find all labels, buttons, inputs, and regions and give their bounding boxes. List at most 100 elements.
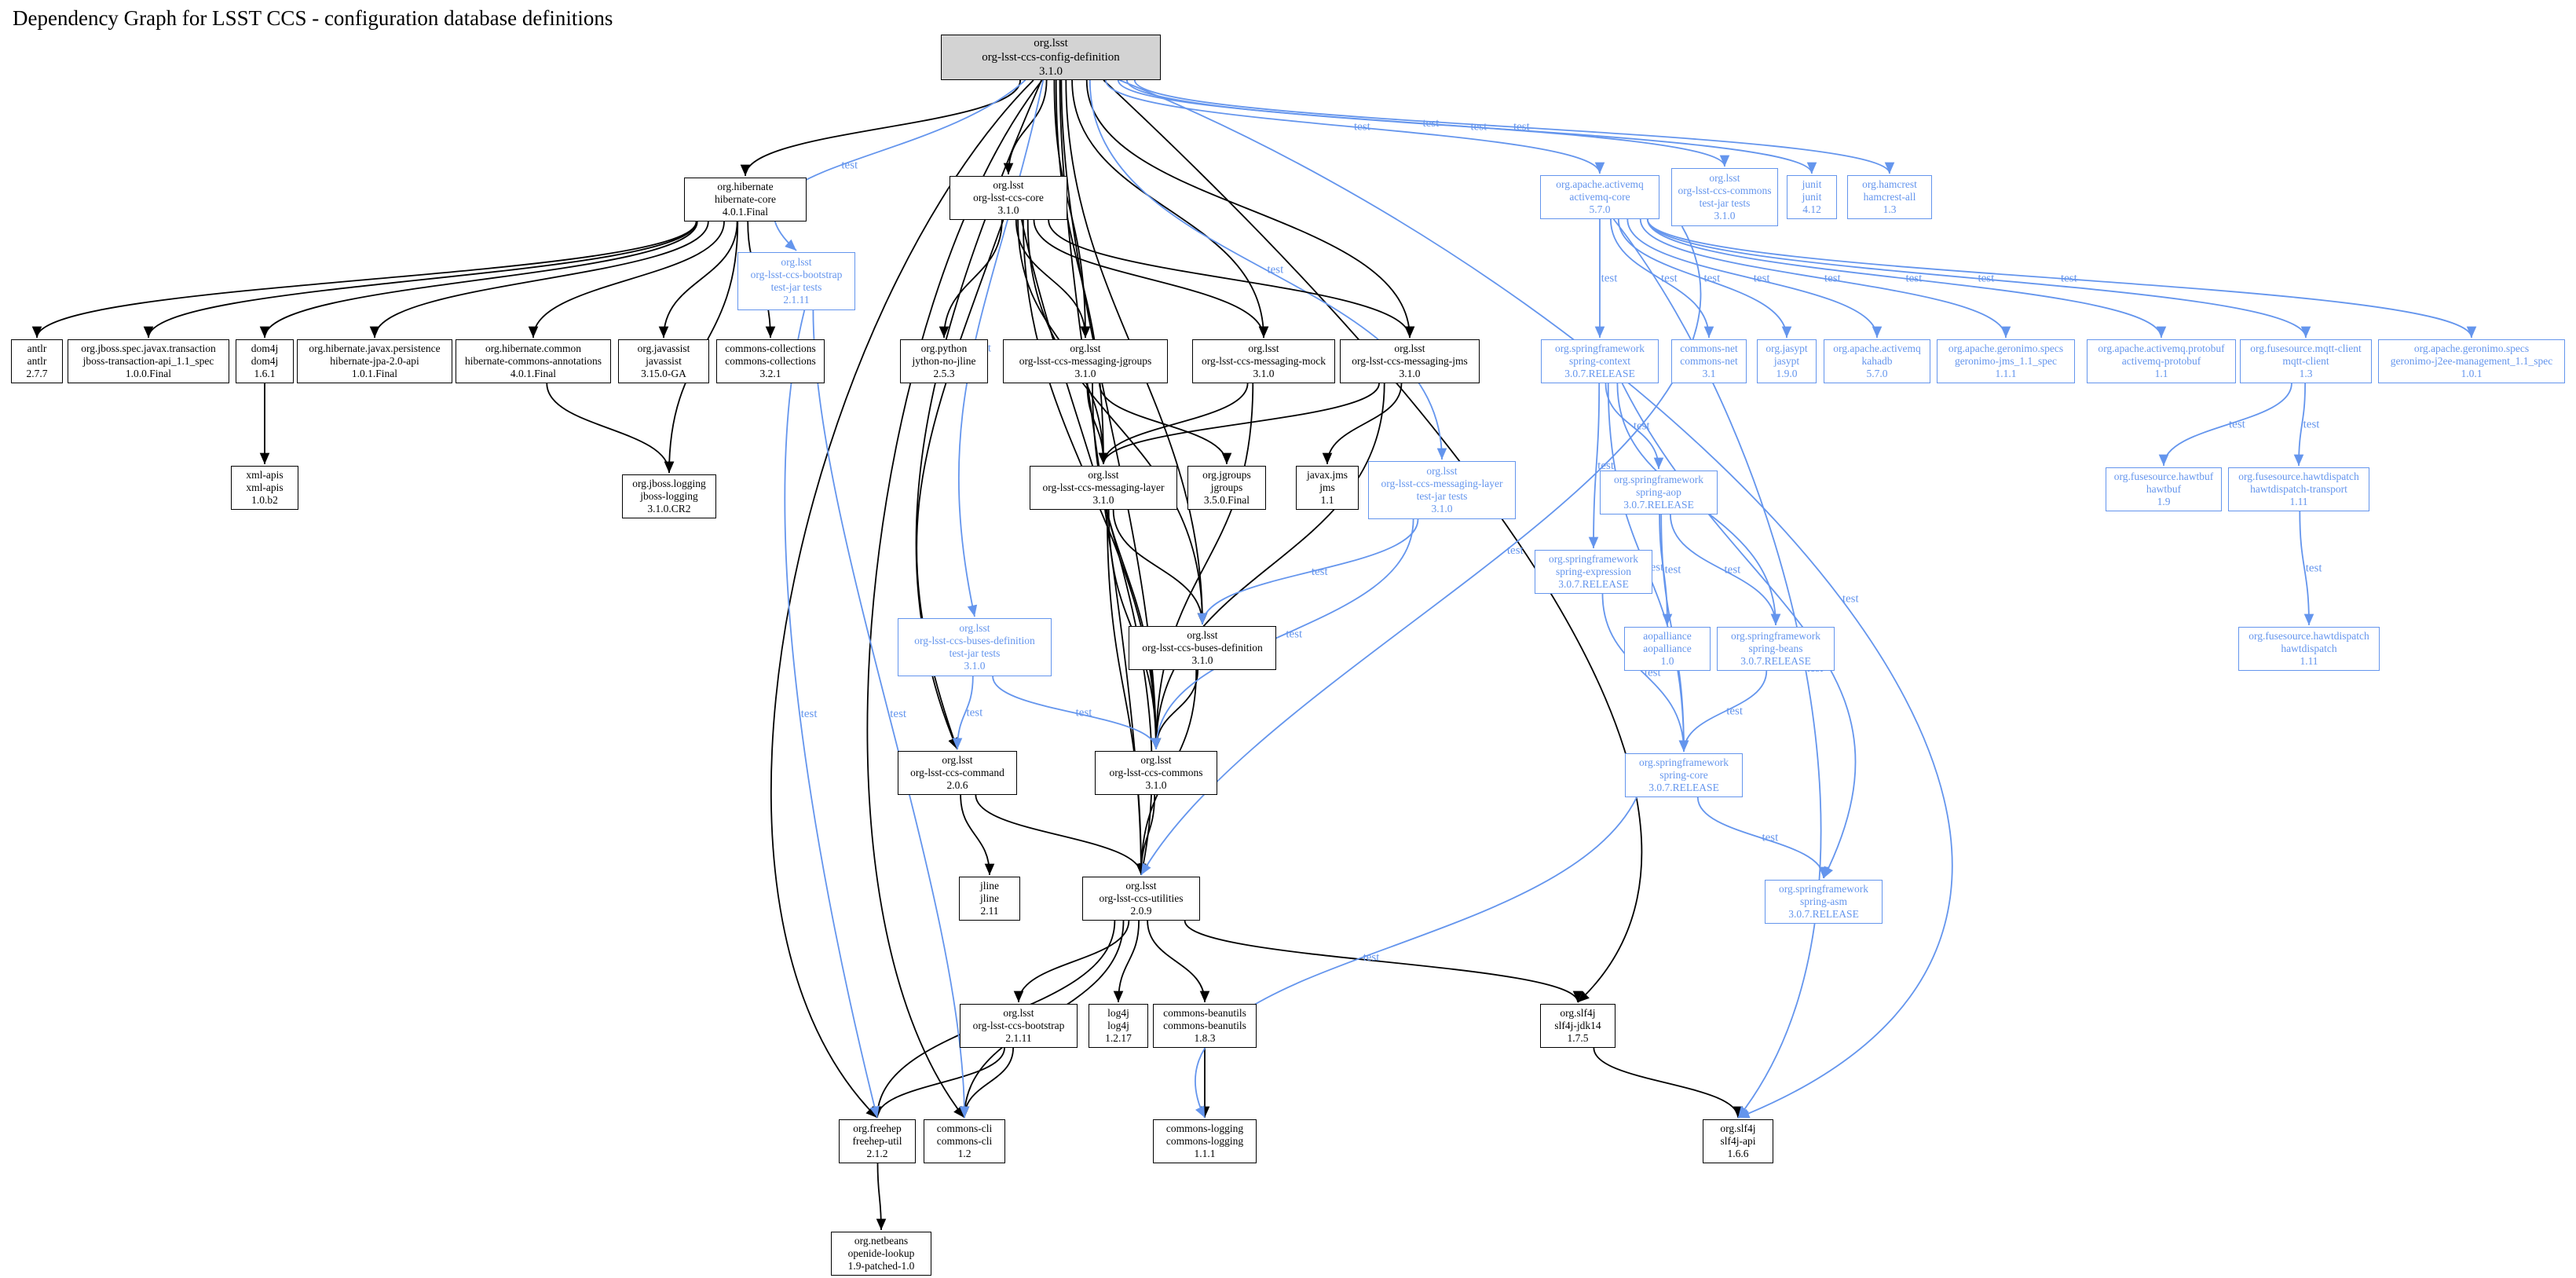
node-label-line: 1.0.b2 [251,494,278,506]
node-label-line: org-lsst-ccs-messaging-jgroups [1019,355,1152,367]
node-label-line: 2.0.9 [1130,905,1152,917]
edge-test-label: test [890,708,907,720]
node-label-line: 3.1.0 [1191,654,1213,666]
edge-activemq-core--kahadb [1626,218,1883,339]
edge-hawtdispatch-transport--hawtdispatch [2299,511,2314,626]
node-label-line: org.hibernate [717,181,774,192]
node-label-line: 1.0 [1660,655,1674,667]
node-label-line: org.lsst [1034,37,1068,49]
edge-root--commons-cli [866,79,1043,1119]
edge-ccs-bootstrap--freehep-util [872,1047,1005,1119]
node-label-line: org.lsst [1394,342,1425,354]
node-label-line: jms [1319,482,1335,493]
edge-hibernate-core--javassist [658,221,738,339]
edge-hibernate-core--hibernate-annotations [528,221,725,339]
node-label-line: test-jar tests [949,647,1001,659]
node-label-line: org.jasypt [1766,342,1808,354]
node-label-line: org.slf4j [1560,1007,1596,1019]
node-label-line: 1.2.17 [1105,1032,1132,1044]
edge-msg-jgroups--ccs-commons [1092,383,1162,750]
edge-test-label: test [1076,707,1093,720]
node-label-line: antlr [27,342,47,354]
edge-test-label: test [966,707,983,720]
node-label-line: commons-net [1680,342,1738,354]
graph-title: Dependency Graph for LSST CCS - configur… [13,6,613,30]
node-label-line: commons-collections [725,355,816,367]
edge-hibernate-core--hibernate-jpa [369,221,709,339]
node-label-line: aopalliance [1643,643,1692,654]
node-label-line: org-lsst-ccs-messaging-mock [1202,355,1326,367]
node-label-line: 1.11 [2289,496,2308,507]
edge-activemq-core--geronimo-jms [1639,218,2011,339]
node-label-line: org.lsst [993,179,1024,191]
node-label-line: 5.7.0 [1589,203,1611,215]
edge-test-label: test [1267,264,1284,276]
node-label-line: org-lsst-ccs-utilities [1099,892,1184,904]
node-label-line: 3.1.0 [1399,368,1421,379]
node-label-line: 3.1.0 [1431,503,1453,514]
node-label-line: spring-aop [1636,486,1681,498]
edge-freehep-util--openide-lookup [876,1163,887,1231]
edge-msg-jgroups--jgroups [1099,383,1232,465]
edge-root--msg-mock [1071,79,1269,339]
node-label-line: org.python [920,342,968,354]
edge-test-label: test [1842,593,1860,606]
edge-activemq-core--jasypt [1617,218,1792,339]
edge-test-label: test [1597,460,1615,472]
node-label-line: commons-beanutils [1163,1007,1246,1019]
node-label-line: 1.3 [2299,368,2313,379]
edge-msg-layer-tests--ccs-commons [1151,518,1414,750]
edge-test-label: test [1661,273,1678,285]
node-label-line: jboss-logging [640,490,698,502]
node-label-line: org.slf4j [1720,1122,1756,1134]
edge-ccs-core--buses-def [1026,219,1208,625]
edge-msg-layer-tests--buses-def [1197,518,1419,625]
node-label-line: 1.0.1 [2461,368,2483,379]
edge-test-label: test [841,159,858,172]
node-label-line: org.netbeans [854,1235,909,1247]
node-label-line: 3.1.0 [1039,65,1063,78]
edge-test-label: test [1354,121,1371,134]
edge-test-label: test [1665,564,1682,577]
node-label-line: 2.7.7 [26,368,48,379]
node-label-line: org.springframework [1730,630,1821,642]
edge-activemq-core--commons-net [1610,218,1714,339]
node-label-line: org.lsst [1125,880,1157,892]
edge-buses-def--ccs-commons [1151,669,1198,750]
node-label-line: org.apache.activemq [1833,342,1921,354]
node-label-line: 1.1.1 [1194,1148,1216,1159]
node-label-line: 1.8.3 [1194,1032,1216,1044]
node-label-line: test-jar tests [770,281,822,293]
node-label-line: 1.7.5 [1567,1032,1589,1044]
edge-test-label: test [1601,273,1619,285]
node-label-line: org.jboss.logging [632,478,706,489]
node-label-line: slf4j-jdk14 [1554,1020,1601,1031]
node-label-line: test-jar tests [1699,197,1751,209]
node-label-line: 3.1.0 [1253,368,1275,379]
edge-root--hibernate-core [740,79,1021,177]
node-label-line: xml-apis [246,482,284,493]
node-label-line: 2.0.6 [946,779,968,791]
node-label-line: kahadb [1861,355,1893,367]
node-label-line: spring-beans [1748,643,1803,654]
edge-msg-mock--msg-layer [1098,383,1249,465]
